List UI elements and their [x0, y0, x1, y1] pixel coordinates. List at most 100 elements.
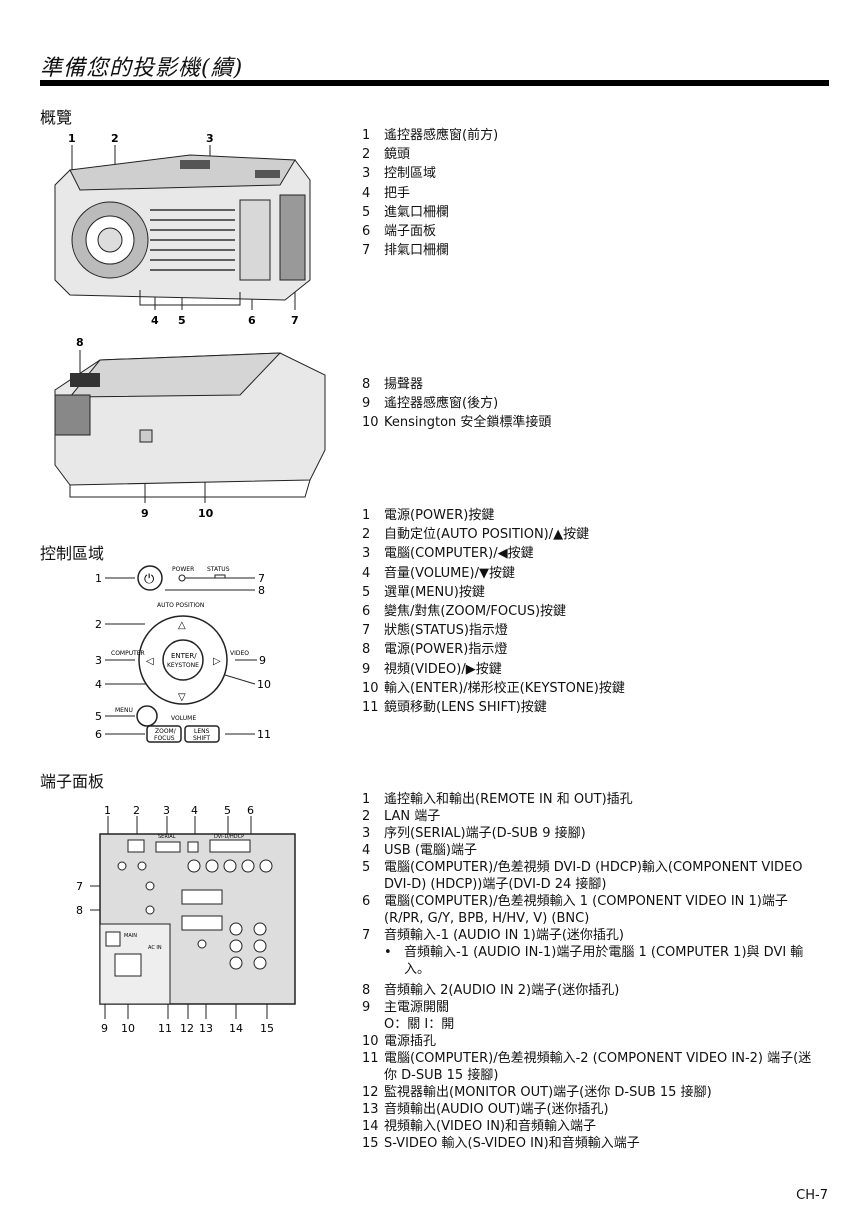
terminals-heading: 端子面板	[40, 772, 105, 791]
dvi-label: DVI-D/HDCP	[214, 834, 244, 840]
page-number: CH-7	[796, 1188, 828, 1203]
control-callout-3: 3	[95, 654, 102, 667]
callout-3: 3	[206, 132, 214, 145]
title-rule	[40, 80, 829, 86]
terminal-callout-4: 4	[191, 804, 198, 817]
left-arrow-icon: ◁	[146, 656, 154, 667]
control-callout-6: 6	[95, 728, 102, 741]
terminal-callout-10: 10	[121, 1022, 135, 1035]
control-callout-10: 10	[257, 678, 271, 691]
control-callout-1: 1	[95, 572, 102, 585]
right-arrow-icon: ▷	[213, 656, 221, 667]
menu-label: MENU	[115, 707, 133, 714]
serial-label: SERIAL	[158, 834, 176, 840]
callout-10: 10	[198, 507, 214, 520]
focus-label: FOCUS	[154, 735, 175, 742]
callout-5: 5	[178, 314, 186, 327]
lens-label: LENS	[194, 728, 210, 735]
terminal-callout-1: 1	[104, 804, 111, 817]
terminal-callout-14: 14	[229, 1022, 243, 1035]
callout-7: 7	[291, 314, 299, 327]
callout-8: 8	[76, 336, 84, 349]
enter-label: ENTER/	[171, 652, 197, 660]
terminal-callout-8: 8	[76, 904, 83, 917]
controls-heading: 控制區域	[40, 544, 105, 563]
terminal-callout-2: 2	[133, 804, 140, 817]
terminal-callout-9: 9	[101, 1022, 108, 1035]
status-label: STATUS	[207, 566, 230, 573]
list-item-sub: O：關 I：開	[384, 1017, 455, 1032]
callout-9: 9	[141, 507, 149, 520]
control-callout-8: 8	[258, 584, 265, 597]
control-callout-7: 7	[258, 572, 265, 585]
auto-position-label: AUTO POSITION	[157, 602, 204, 609]
up-arrow-icon: △	[178, 620, 186, 631]
video-label: VIDEO	[230, 650, 249, 657]
overview-heading: 概覽	[40, 108, 73, 127]
terminal-callout-5: 5	[224, 804, 231, 817]
terminal-callout-6: 6	[247, 804, 254, 817]
control-callout-4: 4	[95, 678, 102, 691]
callout-2: 2	[111, 132, 119, 145]
zoom-label: ZOOM/	[155, 728, 177, 735]
keystone-label: KEYSTONE	[167, 662, 199, 669]
callout-4: 4	[151, 314, 159, 327]
control-callout-9: 9	[259, 654, 266, 667]
terminal-callout-7: 7	[76, 880, 83, 893]
terminal-callout-12: 12	[180, 1022, 194, 1035]
computer-label: COMPUTER	[111, 650, 145, 657]
control-callout-2: 2	[95, 618, 102, 631]
callout-1: 1	[68, 132, 76, 145]
projector-front-illustration: 1 2 3 4 5 6 7	[54, 132, 311, 327]
callout-6: 6	[248, 314, 256, 327]
ac-in-label: AC IN	[148, 945, 162, 951]
terminal-callout-13: 13	[199, 1022, 213, 1035]
shift-label: SHIFT	[193, 735, 210, 742]
control-panel-diagram: ⏻ POWER STATUS AUTO POSITION △ ▽ ◁ ▷ ENT…	[95, 565, 271, 743]
terminal-callout-15: 15	[260, 1022, 274, 1035]
projector-back-illustration: 8 9 10	[54, 336, 326, 520]
page-title: 準備您的投影機(續)	[40, 56, 244, 81]
main-label: MAIN	[124, 933, 137, 939]
power-label: POWER	[172, 566, 194, 573]
control-callout-5: 5	[95, 710, 102, 723]
power-icon: ⏻	[144, 572, 154, 587]
